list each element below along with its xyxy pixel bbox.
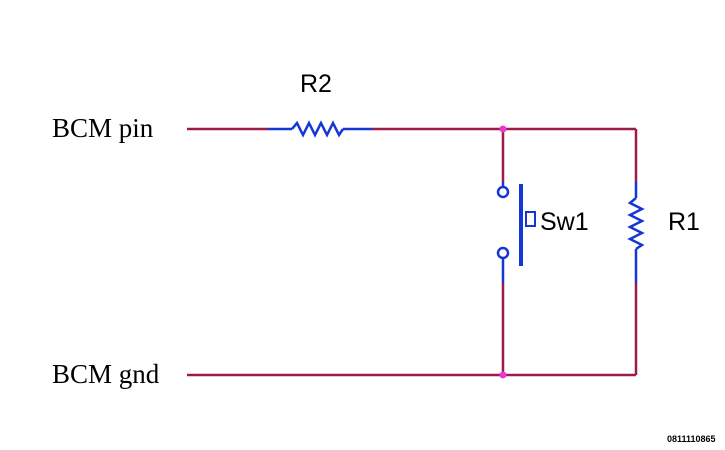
label-r1: R1 [668, 208, 700, 236]
switch-button [525, 211, 536, 227]
label-sw1: Sw1 [540, 208, 589, 236]
label-bcm-pin: BCM pin [52, 113, 154, 143]
resistor-r2 [268, 120, 372, 138]
switch-contact-top [496, 185, 510, 199]
junction-nodes [499, 125, 507, 379]
label-r2: R2 [300, 70, 332, 98]
node-bottom [499, 371, 507, 379]
switch-sw1 [496, 182, 536, 283]
node-top [499, 125, 507, 133]
wires [187, 127, 638, 377]
resistor-r1 [627, 182, 645, 283]
switch-contact-bottom [496, 246, 510, 260]
label-bcm-gnd: BCM gnd [52, 359, 160, 389]
reference-code: 0811110865 [667, 434, 716, 444]
